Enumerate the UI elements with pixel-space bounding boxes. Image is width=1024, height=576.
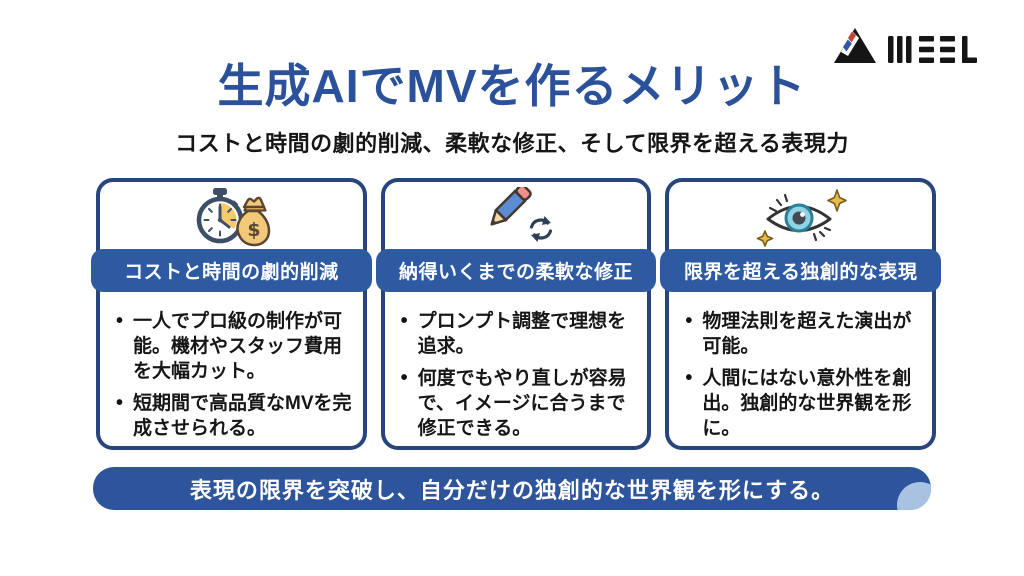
- meel-mountain-logo-icon: [834, 28, 977, 63]
- eye-sparkles-icon: [669, 187, 932, 249]
- card-body-creative-expression: 物理法則を超えた演出が可能。 人間にはない意外性を創出。独創的な世界観を形に。: [669, 292, 932, 448]
- svg-text:$: $: [248, 219, 261, 241]
- meel-logo: [832, 25, 982, 67]
- bullet-item: 短期間で高品質なMVを完成させられる。: [116, 390, 355, 441]
- card-heading-flexible-revision: 納得いくまでの柔軟な修正: [375, 249, 657, 292]
- page-subtitle: コストと時間の劇的削減、柔軟な修正、そして限界を超える表現力: [175, 131, 849, 156]
- stopwatch-moneybag-icon: $: [100, 187, 363, 249]
- card-creative-expression: 限界を超える独創的な表現 物理法則を超えた演出が可能。 人間にはない意外性を創出…: [660, 178, 942, 450]
- summary-bar: 表現の限界を突破し、自分だけの独創的な世界観を形にする。: [93, 467, 931, 510]
- card-body-cost-time: 一人でプロ級の制作が可能。機材やスタッフ費用を大幅カット。 短期間で高品質なMV…: [100, 292, 363, 448]
- summary-text: 表現の限界を突破し、自分だけの独創的な世界観を形にする。: [189, 477, 835, 503]
- benefit-cards: $ コストと時間の劇的削減 一人でプロ級の制作が可能。機材やスタッフ費用を大幅カ…: [91, 178, 942, 450]
- card-cost-time: $ コストと時間の劇的削減 一人でプロ級の制作が可能。機材やスタッフ費用を大幅カ…: [91, 178, 372, 450]
- page-title: 生成AIでMVを作るメリット: [217, 60, 807, 112]
- pencil-refresh-icon: [385, 187, 648, 249]
- bullet-item: プロンプト調整で理想を追求。: [401, 308, 640, 359]
- bullet-item: 人間にはない意外性を創出。独創的な世界観を形に。: [685, 365, 924, 441]
- bullet-item: 物理法則を超えた演出が可能。: [685, 308, 924, 359]
- card-body-flexible-revision: プロンプト調整で理想を追求。 何度でもやり直しが容易で、イメージに合うまで修正で…: [385, 292, 648, 448]
- page-curl-decoration: [897, 482, 931, 510]
- bullet-item: 一人でプロ級の制作が可能。機材やスタッフ費用を大幅カット。: [116, 308, 355, 384]
- card-heading-cost-time: コストと時間の劇的削減: [91, 249, 372, 292]
- bullet-item: 何度でもやり直しが容易で、イメージに合うまで修正できる。: [401, 365, 640, 441]
- card-heading-creative-expression: 限界を超える独創的な表現: [660, 249, 942, 292]
- card-flexible-revision: 納得いくまでの柔軟な修正 プロンプト調整で理想を追求。 何度でもやり直しが容易で…: [375, 178, 657, 450]
